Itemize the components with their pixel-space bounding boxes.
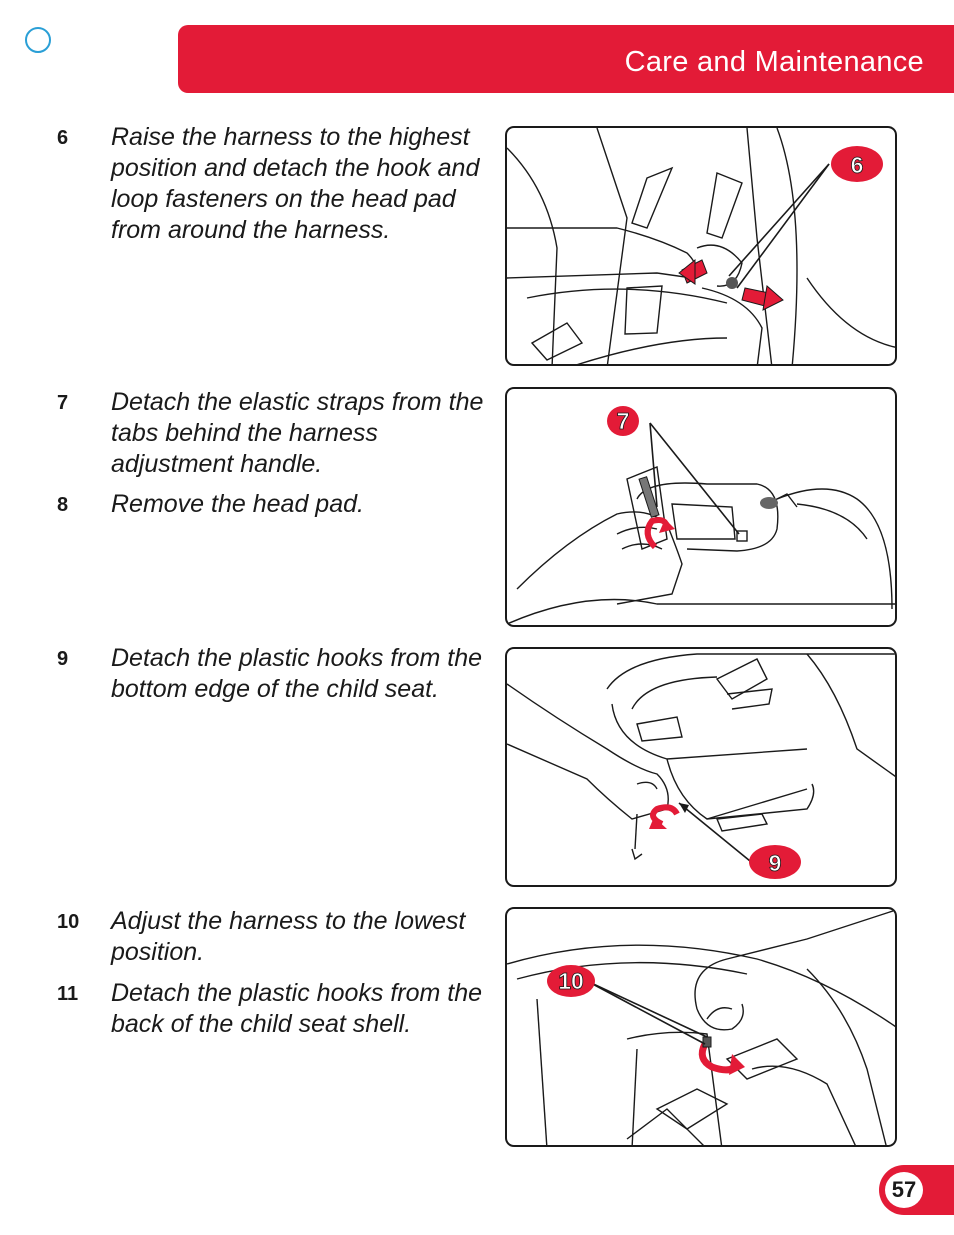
callout-badge: 7 (607, 406, 639, 436)
step-8: 8 Remove the head pad. (57, 489, 486, 521)
step-instruction: Remove the head pad. (111, 490, 364, 518)
section-title: Care and Maintenance (624, 46, 924, 78)
page-number: 57 (885, 1172, 923, 1208)
step-number: 8 (57, 494, 69, 516)
step-instruction: Detach the elastic straps from the tabs … (111, 388, 484, 478)
step-10: 10 Adjust the harness to the lowest posi… (57, 906, 486, 968)
step-number: 7 (57, 392, 69, 414)
step-instruction: Adjust the harness to the lowest positio… (111, 907, 466, 966)
step-9: 9 Detach the plastic hooks from the bott… (57, 643, 486, 705)
step-instruction: Detach the plastic hooks from the back o… (111, 979, 483, 1038)
callout-label: 10 (558, 968, 584, 994)
callout-badge: 10 (547, 965, 595, 997)
step-6: 6 Raise the harness to the highest posit… (57, 122, 486, 246)
registration-mark (25, 27, 51, 53)
page-number-badge: 57 (879, 1165, 954, 1215)
callout-label: 9 (769, 850, 782, 876)
illustration-step-7: 7 (505, 387, 897, 627)
illustration-step-9: 9 (505, 647, 897, 887)
callout-label: 7 (617, 408, 630, 434)
step-number: 6 (57, 127, 69, 149)
step-instruction: Raise the harness to the highest positio… (111, 123, 480, 244)
step-number: 10 (57, 911, 80, 933)
step-number: 11 (57, 983, 79, 1005)
callout-badge: 9 (749, 845, 801, 879)
step-instruction: Detach the plastic hooks from the bottom… (111, 644, 483, 703)
step-11: 11 Detach the plastic hooks from the bac… (57, 978, 486, 1040)
step-number: 9 (57, 648, 69, 670)
illustration-step-10: 10 (505, 907, 897, 1147)
callout-badge: 6 (831, 146, 883, 182)
callout-label: 6 (851, 152, 864, 178)
section-header: Care and Maintenance (178, 25, 954, 93)
step-7: 7 Detach the elastic straps from the tab… (57, 387, 486, 480)
illustration-step-6: 6 (505, 126, 897, 366)
